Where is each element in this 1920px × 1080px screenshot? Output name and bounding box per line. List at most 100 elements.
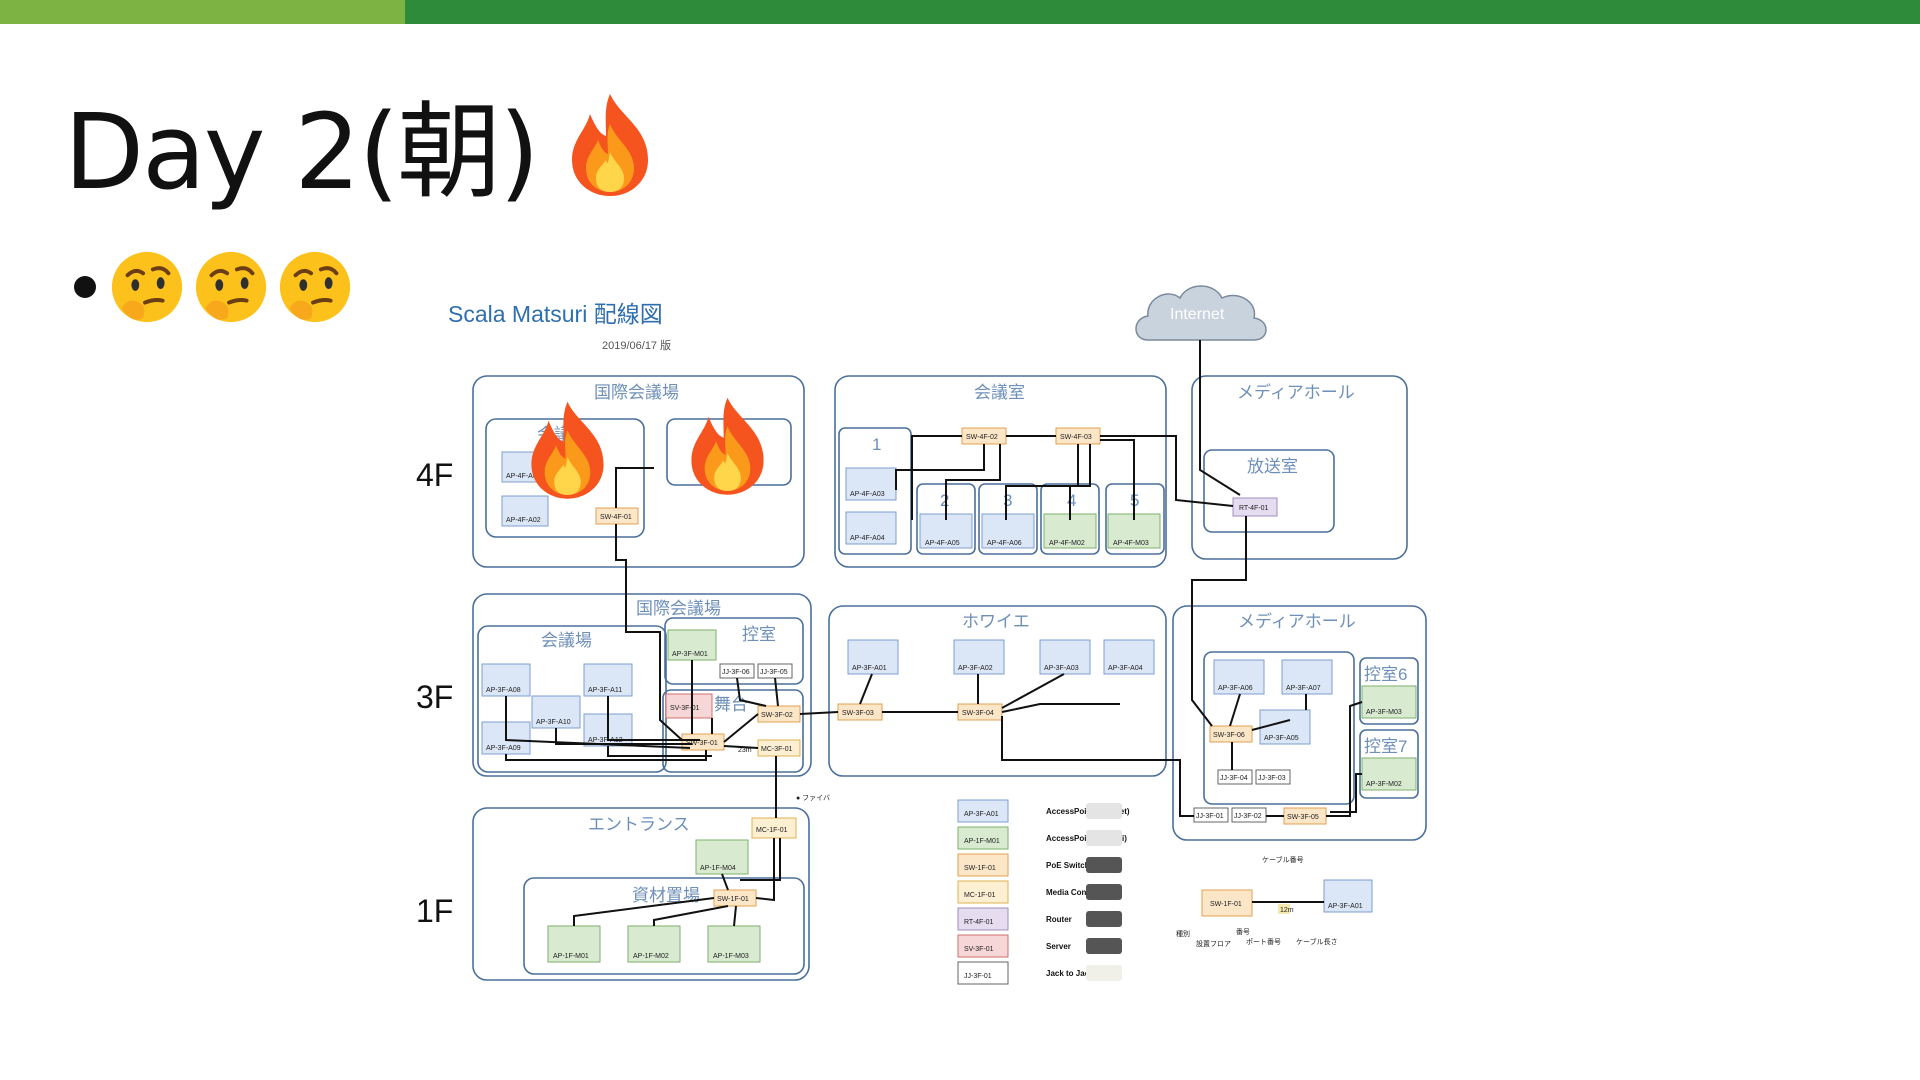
accent-bar-light	[0, 0, 405, 24]
room-4f-media	[1191, 375, 1408, 560]
svg-text:放送室: 放送室	[1247, 457, 1298, 476]
svg-text:ポート番号: ポート番号	[1246, 938, 1281, 946]
room-4f-kaigishitsu	[834, 375, 1167, 568]
svg-text:SW-3F-04: SW-3F-04	[962, 710, 994, 717]
device-photo-icon	[1086, 938, 1122, 954]
svg-text:1: 1	[872, 435, 881, 454]
svg-text:AP-3F-A06: AP-3F-A06	[1218, 685, 1253, 692]
svg-text:AP-4F-A03: AP-4F-A03	[850, 491, 885, 498]
svg-text:AP-1F-M01: AP-1F-M01	[553, 953, 589, 960]
svg-text:AP-4F-M03: AP-4F-M03	[1113, 540, 1149, 547]
svg-text:AP-3F-A05: AP-3F-A05	[1264, 735, 1299, 742]
cable-length-23m: 23m	[738, 747, 752, 754]
svg-text:JJ-3F-02: JJ-3F-02	[1234, 813, 1262, 820]
svg-text:メディアホール: メディアホール	[1238, 611, 1356, 631]
svg-text:Media Converter: Media Converter	[1046, 888, 1109, 897]
svg-text:SW-3F-02: SW-3F-02	[761, 712, 793, 719]
svg-text:12m: 12m	[1280, 907, 1294, 914]
svg-text:SW-1F-01: SW-1F-01	[717, 896, 749, 903]
svg-text:JJ-3F-04: JJ-3F-04	[1220, 775, 1248, 782]
thinking-face-icon	[195, 251, 267, 323]
svg-text:JJ-3F-05: JJ-3F-05	[760, 669, 788, 676]
legend-item: RT-4F-01 Router	[957, 907, 1122, 931]
svg-text:RT-4F-01: RT-4F-01	[964, 919, 994, 926]
svg-text:AP-1F-M03: AP-1F-M03	[713, 953, 749, 960]
svg-text:SW-3F-03: SW-3F-03	[842, 710, 874, 717]
room-3f-kokusai	[472, 593, 812, 777]
thinking-face-icon	[279, 251, 351, 323]
svg-text:会議場: 会議場	[541, 631, 592, 650]
svg-text:AP-3F-A11: AP-3F-A11	[588, 687, 622, 694]
svg-text:AP-3F-A12: AP-3F-A12	[588, 737, 623, 744]
svg-text:AP-3F-A04: AP-3F-A04	[1108, 665, 1143, 672]
svg-text:MC-3F-01: MC-3F-01	[761, 746, 793, 753]
svg-text:JJ-3F-01: JJ-3F-01	[1196, 813, 1224, 820]
svg-text:控室6: 控室6	[1364, 665, 1407, 684]
slide-title: Day 2(朝)	[64, 91, 540, 213]
svg-text:Jack to Jack: Jack to Jack	[1046, 969, 1094, 978]
svg-text:AP-4F-A04: AP-4F-A04	[850, 535, 885, 542]
device-photo-icon	[1086, 884, 1122, 900]
device-photo-icon	[1086, 803, 1122, 819]
svg-text:SW-4F-01: SW-4F-01	[600, 514, 632, 521]
diagram-date: 2019/06/17 版	[602, 338, 671, 352]
svg-text:SW-4F-02: SW-4F-02	[966, 434, 998, 441]
fire-icon	[531, 401, 604, 499]
label-key: ケーブル番号 SW-1F-01 12m AP-3F-A01 種別 設置フロア 番…	[1176, 855, 1373, 948]
diagram-title: Scala Matsuri 配線図	[448, 301, 663, 327]
svg-text:AP-4F-A06: AP-4F-A06	[987, 540, 1022, 547]
svg-text:JJ-3F-03: JJ-3F-03	[1258, 775, 1286, 782]
floor-label-4f: 4F	[416, 457, 453, 493]
svg-text:Server: Server	[1046, 942, 1071, 951]
svg-text:AP-1F-M04: AP-1F-M04	[700, 865, 736, 872]
legend-item: SV-3F-01 Server	[957, 934, 1122, 958]
fire-icon	[691, 397, 764, 495]
svg-text:SW-3F-06: SW-3F-06	[1213, 732, 1245, 739]
svg-text:AP-3F-A09: AP-3F-A09	[486, 745, 521, 752]
svg-text:AP-1F-M02: AP-1F-M02	[633, 953, 669, 960]
internet-cloud: Internet	[1135, 285, 1267, 341]
room-1f-shizai	[523, 877, 805, 975]
svg-text:Internet: Internet	[1170, 306, 1225, 323]
bullet-item	[74, 248, 360, 326]
svg-text:AP-3F-A03: AP-3F-A03	[1044, 665, 1079, 672]
room-3f-hikae6	[1359, 657, 1419, 725]
svg-text:SW-3F-01: SW-3F-01	[686, 740, 718, 747]
svg-text:Router: Router	[1046, 915, 1072, 924]
svg-text:SV-3F-01: SV-3F-01	[670, 705, 700, 712]
svg-text:2: 2	[940, 491, 949, 510]
room-3f-media	[1172, 605, 1427, 841]
svg-text:SW-1F-01: SW-1F-01	[1210, 901, 1242, 908]
svg-text:JJ-3F-01: JJ-3F-01	[964, 973, 992, 980]
svg-text:AP-4F-A01: AP-4F-A01	[506, 473, 541, 480]
svg-text:SV-3F-01: SV-3F-01	[964, 946, 994, 953]
svg-text:種別: 種別	[1176, 929, 1190, 938]
svg-text:ケーブル番号: ケーブル番号	[1262, 855, 1304, 864]
thinking-face-icon	[111, 251, 183, 323]
bullet-dot	[74, 276, 96, 298]
svg-text:4: 4	[1067, 491, 1076, 510]
svg-text:AP-4F-M02: AP-4F-M02	[1049, 540, 1085, 547]
svg-text:ケーブル長さ: ケーブル長さ	[1296, 937, 1338, 946]
device-photo-icon	[1086, 830, 1122, 846]
room-4f-kokusai	[472, 375, 805, 568]
svg-text:AP-3F-A01: AP-3F-A01	[964, 811, 999, 818]
svg-text:AP-3F-A02: AP-3F-A02	[958, 665, 993, 672]
svg-text:国際会議場: 国際会議場	[636, 599, 721, 618]
device-photo-icon	[1086, 857, 1122, 873]
room-1f-entrance	[472, 807, 810, 981]
svg-text:RT-4F-01: RT-4F-01	[1239, 505, 1269, 512]
svg-text:AP-3F-M01: AP-3F-M01	[672, 651, 708, 658]
svg-text:番号: 番号	[1236, 928, 1250, 936]
svg-text:SW-1F-01: SW-1F-01	[964, 865, 996, 872]
svg-text:AP-3F-A01: AP-3F-A01	[852, 665, 887, 672]
svg-text:JJ-3F-06: JJ-3F-06	[722, 669, 750, 676]
svg-text:AP-3F-A08: AP-3F-A08	[486, 687, 521, 694]
svg-text:AP-3F-M03: AP-3F-M03	[1366, 709, 1402, 716]
svg-text:SW-4F-03: SW-4F-03	[1060, 434, 1092, 441]
